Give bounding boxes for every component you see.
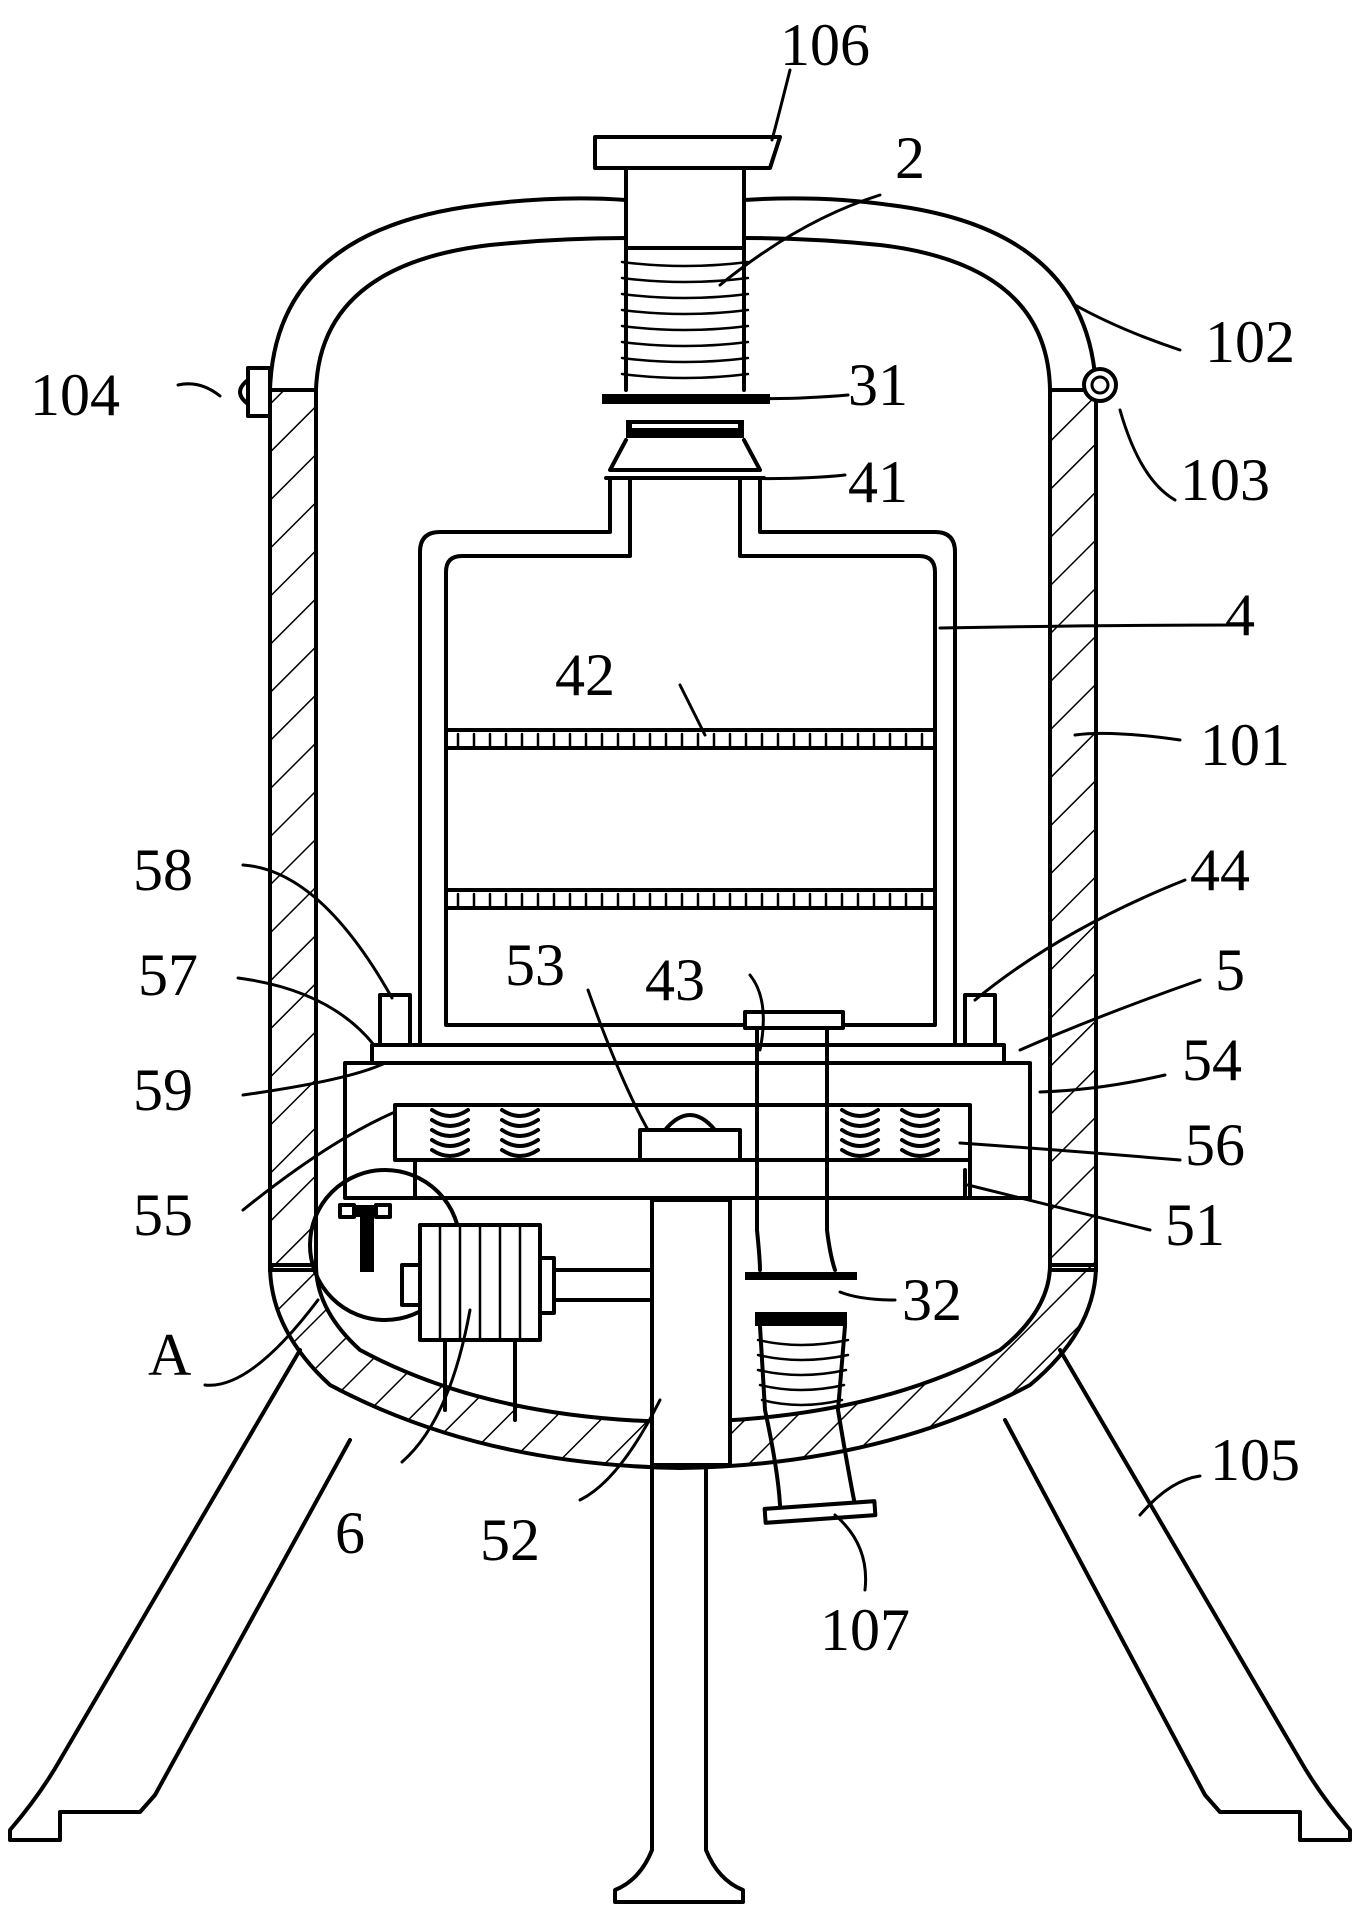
support-legs (8, 1348, 1352, 1904)
inlet-assembly (593, 135, 782, 472)
label-107: 107 (820, 1597, 910, 1663)
label-106: 106 (780, 12, 870, 78)
label-44: 44 (1190, 837, 1250, 903)
label-6: 6 (335, 1500, 365, 1566)
hinge-103 (1082, 367, 1118, 403)
label-5: 5 (1215, 937, 1245, 1003)
label-4: 4 (1225, 582, 1255, 648)
label-102: 102 (1205, 309, 1295, 375)
label-42: 42 (555, 642, 615, 708)
label-2: 2 (895, 125, 925, 191)
label-103: 103 (1180, 447, 1270, 513)
leader-lines (176, 68, 1242, 1592)
label-53: 53 (505, 932, 565, 998)
shaft-52 (650, 1198, 732, 1467)
drive-base (343, 1043, 1032, 1200)
label-59: 59 (133, 1057, 193, 1123)
outlet-pipe (743, 1010, 878, 1525)
tank-shell (258, 196, 1099, 1471)
label-43: 43 (645, 947, 705, 1013)
label-55: 55 (133, 1182, 193, 1248)
labels: 106 2 102 104 31 103 41 4 42 101 58 44 5… (30, 12, 1300, 1663)
label-31: 31 (848, 352, 908, 418)
label-57: 57 (138, 942, 198, 1008)
label-41: 41 (848, 449, 908, 515)
label-105: 105 (1210, 1427, 1300, 1493)
motor-6 (308, 1168, 654, 1422)
label-A: A (148, 1322, 191, 1388)
label-51: 51 (1165, 1192, 1225, 1258)
label-54: 54 (1182, 1027, 1242, 1093)
label-56: 56 (1185, 1112, 1245, 1178)
label-58: 58 (133, 837, 193, 903)
label-101: 101 (1200, 712, 1290, 778)
label-52: 52 (480, 1507, 540, 1573)
label-32: 32 (902, 1267, 962, 1333)
valve-104 (238, 366, 272, 418)
label-104: 104 (30, 362, 120, 428)
